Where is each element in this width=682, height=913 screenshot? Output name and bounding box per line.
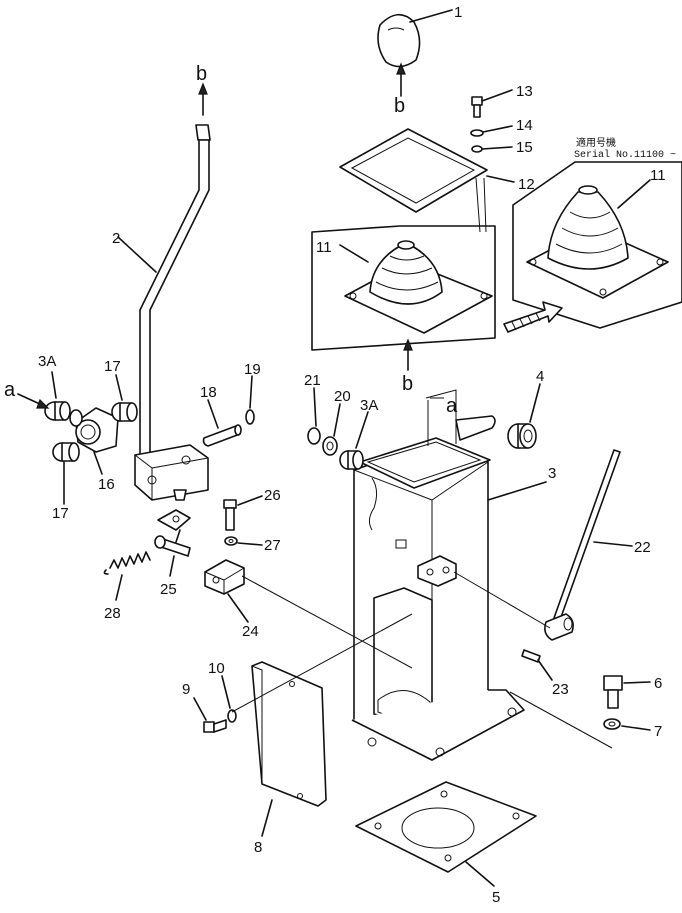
label-part-28: 28 (104, 605, 121, 622)
label-part-8: 8 (254, 839, 262, 856)
inset-note-line2: Serial No.11100 ~ (574, 149, 676, 161)
label-part-18: 18 (200, 384, 217, 401)
ring-part-19 (245, 375, 255, 425)
bushing-part-17-top (111, 374, 138, 422)
inset-note-line1: 適用号機 (576, 136, 616, 150)
marker-b-lever: b (196, 63, 207, 85)
hatched-arrow-inset (503, 301, 563, 333)
marker-a-case-text: a (446, 395, 458, 417)
label-part-14: 14 (516, 117, 533, 134)
arrow-b-knob (396, 62, 406, 97)
label-part-10: 10 (208, 660, 225, 677)
housing-part-16 (69, 407, 119, 475)
label-part-27: 27 (264, 537, 281, 554)
washer-part-27 (224, 536, 263, 546)
marker-a-left: a (4, 379, 16, 401)
label-part-16: 16 (98, 476, 115, 493)
label-part-2: 2 (112, 230, 120, 247)
pin-part-23 (521, 649, 553, 681)
label-part-3a-right: 3A (360, 397, 378, 414)
label-part-26: 26 (264, 487, 281, 504)
marker-b-boot: b (402, 373, 413, 395)
washer-part-10 (221, 675, 237, 723)
washer-part-7 (509, 691, 651, 749)
label-part-22: 22 (634, 539, 651, 556)
case-part-3 (351, 389, 547, 761)
bushing-part-17-bottom (52, 442, 80, 505)
label-part-11-inset: 11 (650, 167, 666, 184)
bolt-washers-13-15 (470, 89, 513, 153)
boot-box-part-11 (311, 177, 496, 351)
gasket-plate-part-12 (339, 128, 515, 213)
label-part-17-bottom: 17 (52, 505, 69, 522)
label-part-3: 3 (548, 465, 556, 482)
label-part-4: 4 (536, 368, 544, 385)
label-part-15: 15 (516, 139, 533, 156)
bushing-3a-right (339, 411, 369, 470)
label-part-20: 20 (334, 388, 351, 405)
arrow-a-left (17, 393, 50, 409)
inset-serial-note: 適用号機 Serial No.11100 ~ (574, 136, 676, 161)
lever-part-22 (453, 449, 633, 641)
label-part-19: 19 (244, 361, 261, 378)
label-part-11-main: 11 (316, 239, 332, 256)
spring-part-28 (103, 551, 151, 601)
pin-part-18 (202, 399, 242, 447)
label-part-24: 24 (242, 623, 259, 640)
label-part-21: 21 (304, 372, 321, 389)
inset-boot-serial (512, 161, 682, 329)
bolt-part-26 (223, 495, 263, 531)
label-part-7: 7 (654, 723, 662, 740)
lever-socket-block (134, 444, 209, 501)
cover-part-8 (251, 661, 327, 837)
bolt-part-9 (193, 697, 227, 733)
label-part-23: 23 (552, 681, 569, 698)
bolt-part-6 (603, 675, 651, 709)
knob-part-1 (377, 9, 453, 68)
assembly-center-lines (231, 575, 413, 713)
label-part-6: 6 (654, 675, 662, 692)
part-number-labels: 1 13 14 15 12 11 11 2 3A 17 18 19 21 20 … (38, 4, 666, 906)
label-part-13: 13 (516, 83, 533, 100)
linkage-part-25 (154, 509, 191, 577)
washer-part-20 (322, 403, 341, 456)
label-part-17-top: 17 (104, 358, 121, 375)
seal-part-4 (507, 383, 541, 449)
block-part-24 (204, 559, 249, 623)
label-part-1: 1 (454, 4, 462, 21)
bushing-3a-left (44, 371, 71, 421)
gasket-part-5 (355, 781, 537, 887)
arrow-b-lever (198, 82, 208, 116)
label-part-12: 12 (518, 176, 535, 193)
label-part-25: 25 (160, 581, 177, 598)
label-part-3a-left: 3A (38, 353, 56, 370)
label-part-5: 5 (492, 889, 500, 906)
marker-b-top: b (394, 95, 405, 117)
arrow-b-boot (403, 338, 413, 371)
ring-part-21 (307, 387, 321, 445)
label-part-9: 9 (182, 681, 190, 698)
arrow-markers: b b b a a (4, 63, 458, 417)
